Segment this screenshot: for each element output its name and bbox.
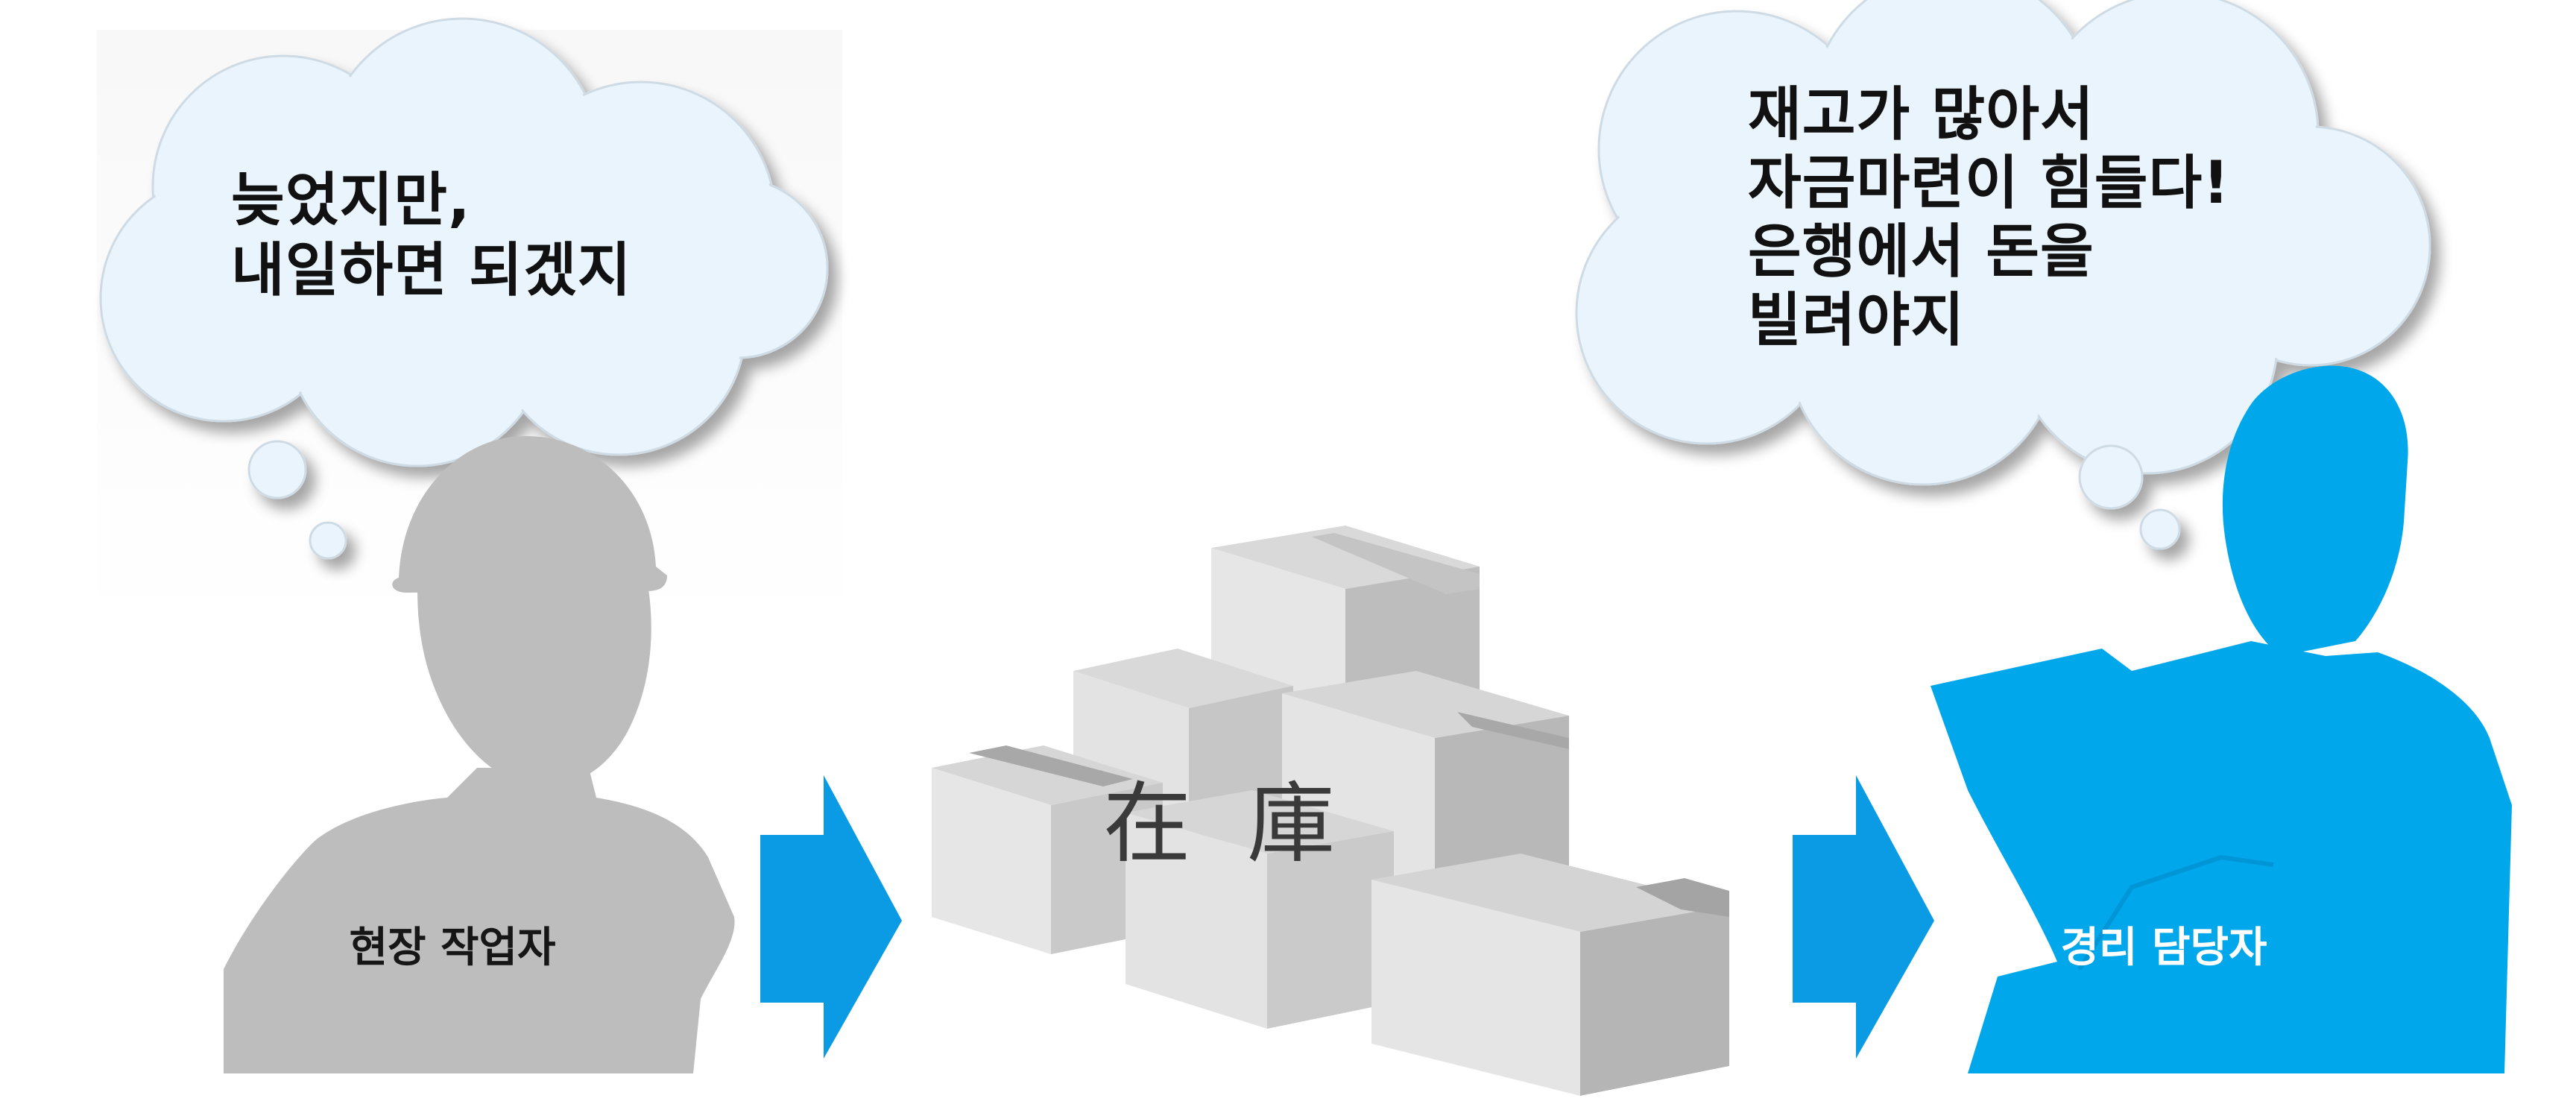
arrow-stock-to-manager-icon	[1793, 775, 1934, 1059]
thought-dot-small-left	[309, 521, 347, 560]
arrow-worker-to-stock-icon	[760, 775, 902, 1059]
thought-dot-large-left	[247, 440, 307, 499]
stacked-boxes-icon	[932, 526, 1729, 1096]
left-thought-text: 늦었지만, 내일하면 되겠지	[231, 167, 632, 304]
inventory-label: 在 庫	[1103, 772, 1336, 875]
manager-role-label: 경리 담당자	[2060, 924, 2267, 972]
thought-dot-large-right	[2078, 444, 2144, 510]
right-thought-cloud	[1575, 0, 2431, 550]
manager-silhouette-icon	[1931, 365, 2512, 1073]
right-thought-text: 재고가 많아서 자금마련이 힘들다! 은행에서 돈을 빌려야지	[1748, 81, 2230, 354]
worker-silhouette-icon	[224, 436, 735, 1073]
box-bottom-right	[1371, 854, 1729, 1096]
worker-role-label: 현장 작업자	[349, 924, 556, 972]
left-thought-cloud	[99, 17, 829, 560]
box-bottom-middle	[1126, 790, 1394, 1029]
thought-dot-small-right	[2139, 508, 2181, 550]
